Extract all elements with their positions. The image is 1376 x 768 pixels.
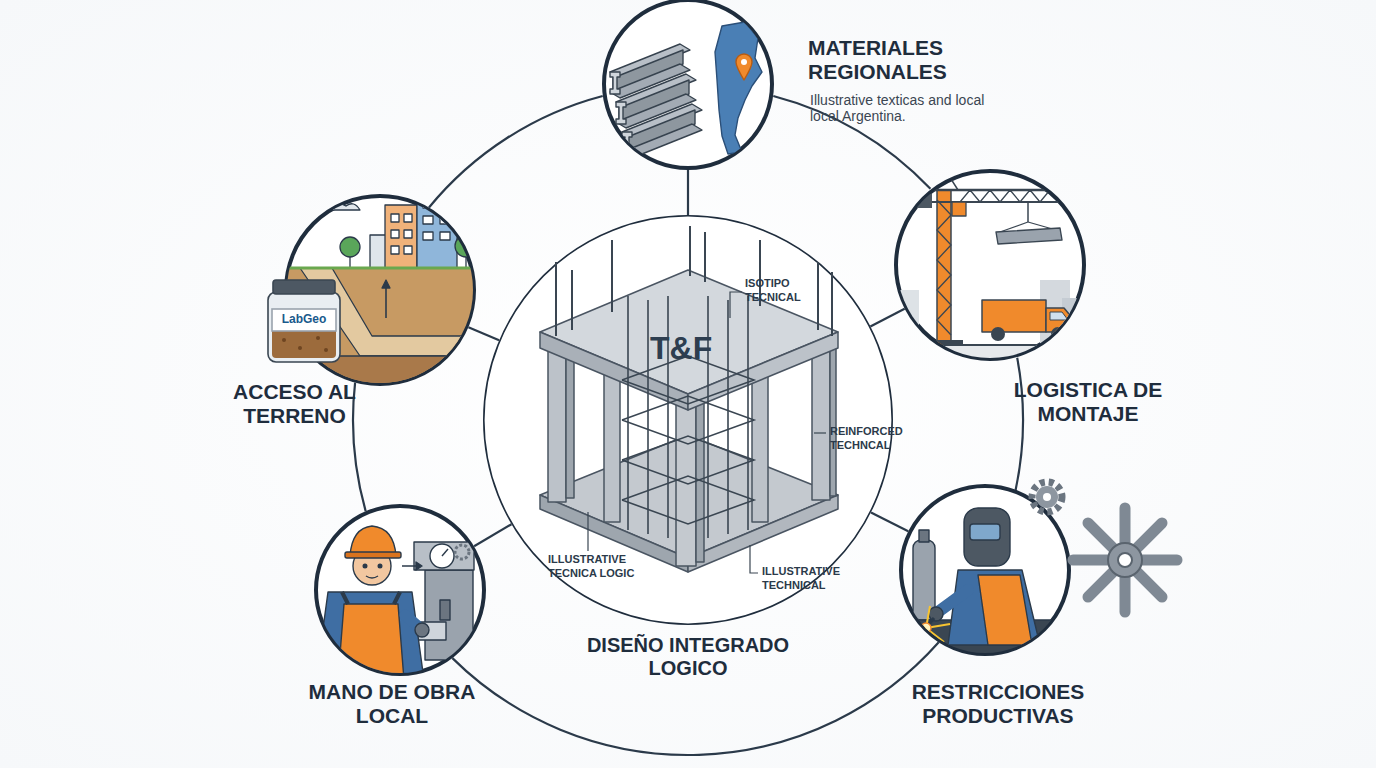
circle-outline-shape [604,0,772,168]
logo-mark: T&F [650,328,740,368]
wheel-icon [1120,508,1131,560]
terrain-illustration [423,184,433,192]
callout-label: ILLUSTRATIVE TECNICA LOGIC [548,553,648,581]
terrain-illustration [440,184,450,192]
node-title: LOGISTICA DE MONTAJE [1008,378,1168,426]
node-title: DISEÑO INTEGRADO LOGICO [573,634,803,680]
wheel-icon [1125,555,1177,566]
connector-line [687,170,689,215]
circle-outline [284,194,476,386]
topic-circle: ACCESO AL TERRENO [284,194,476,386]
center-circle: DISEÑO INTEGRADO LOGICO [483,215,893,625]
gear-icon [1043,493,1051,501]
circle-outline [602,0,774,170]
terrain-illustration [280,176,485,398]
node-title: ACCESO AL TERRENO [222,380,367,428]
connector-line [1016,358,1023,490]
wheel-icon [1088,560,1125,597]
callout-label: ISOTIPO TECNICAL [745,277,820,305]
connector-line [429,96,603,208]
crane-illustration [880,168,1110,375]
circle-outline-shape [484,216,892,624]
wheel-icon [1073,555,1125,566]
wheel-icon [1073,508,1177,612]
circle-outline [314,504,486,676]
circle-outline [894,169,1086,361]
soil-sample-jar [282,338,286,342]
node-title: MATERIALES REGIONALES [808,36,978,84]
node-subtitle: Illustrative texticas and local local Ar… [810,92,995,124]
soil-sample-jar [298,346,302,350]
topic-circle: LOGISTICA DE MONTAJE [894,169,1086,361]
circle-outline-shape [316,506,484,674]
wheel-icon [1125,523,1162,560]
callout-label: REINFORCED TECHNCAL [830,425,920,453]
connector-line [474,524,511,546]
topic-circle: RESTRICCIONES PRODUCTIVAS [899,484,1071,656]
wheel-icon [1088,523,1125,560]
circle-outline-shape [901,486,1069,654]
wheel-icon [1120,560,1131,612]
circle-outline-shape [286,196,474,384]
connector-line [870,309,904,327]
jar-label: LabGeo [272,312,336,327]
wheel-icon [1108,543,1142,577]
node-title: MANO DE OBRA LOCAL [292,680,492,728]
terrain-illustration [440,200,450,208]
circle-outline [483,215,893,625]
wheel-icon [1118,553,1132,567]
wheel-icon [1125,560,1162,597]
topic-circle: MATERIALES REGIONALESIllustrative textic… [602,0,774,170]
topic-circle: MANO DE OBRA LOCAL [314,504,486,676]
circle-outline [899,484,1071,656]
node-title: RESTRICCIONES PRODUCTIVAS [888,680,1108,728]
connector-line [468,327,499,340]
connector-line [871,512,908,531]
circle-outline-shape [896,171,1084,359]
callout-label: ILLUSTRATIVE TECHNICAL [762,565,852,593]
